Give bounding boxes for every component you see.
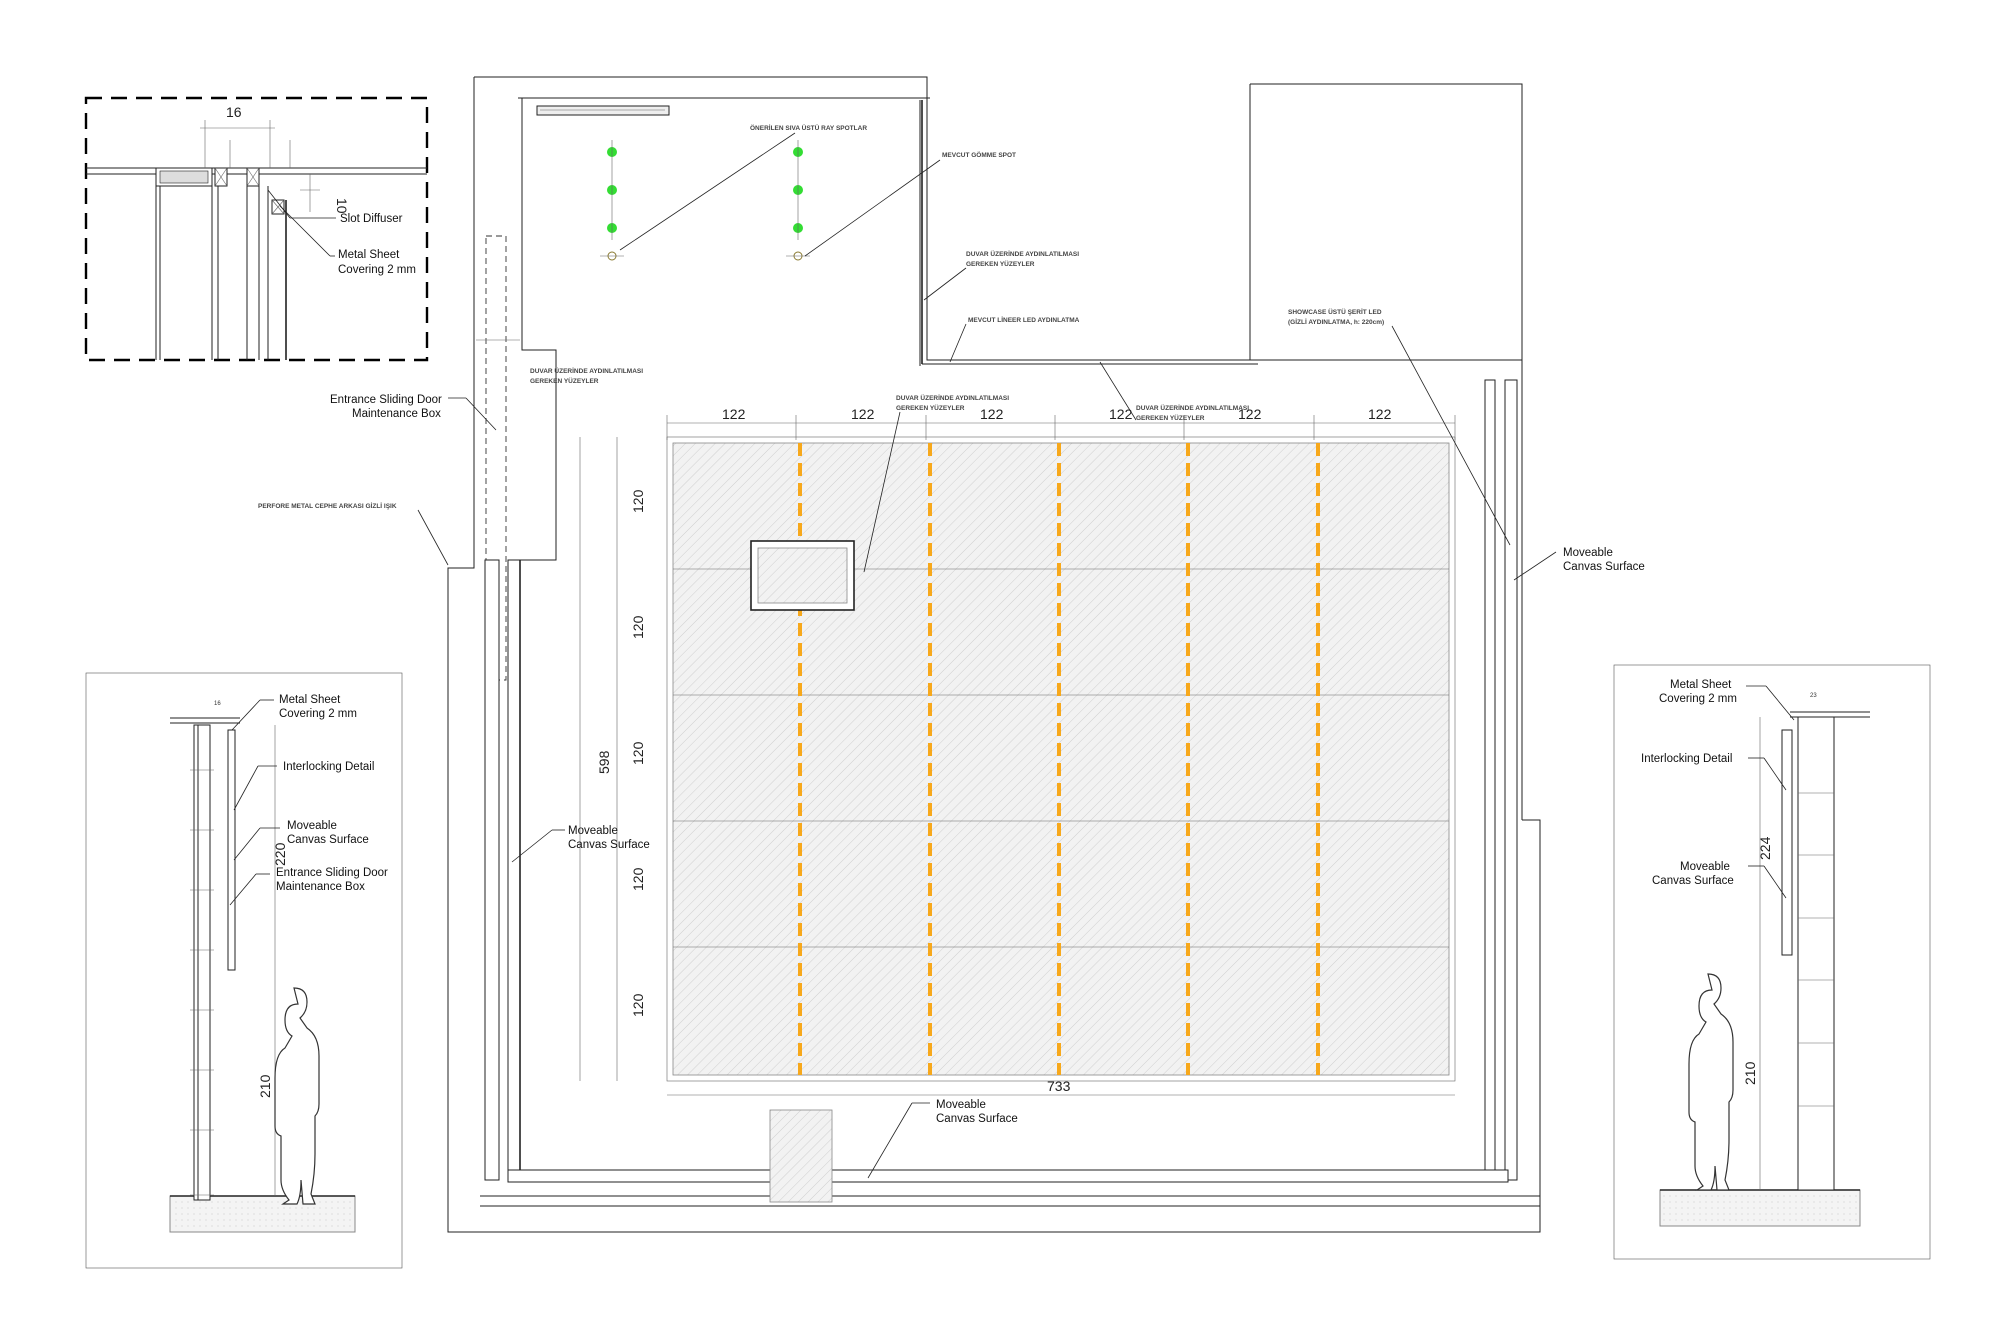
- dim-col-4: 122: [1109, 406, 1133, 422]
- section-left-moveable-1: Moveable: [287, 820, 337, 832]
- ceiling-panel-area: [672, 442, 1450, 1076]
- person-silhouette-icon: [274, 987, 320, 1205]
- label-entrance-1: Entrance Sliding Door: [330, 394, 442, 406]
- section-left-metal-2: Covering 2 mm: [279, 708, 357, 720]
- section-left-interlocking: Interlocking Detail: [283, 761, 374, 773]
- detail-metal-sheet-label-2: Covering 2 mm: [338, 264, 416, 276]
- section-left-frame: [85, 672, 403, 1269]
- label-duvar-center-2: GEREKEN YÜZEYLER: [896, 403, 965, 412]
- detail-metal-sheet-label-1: Metal Sheet: [338, 249, 400, 261]
- label-duvar-center-1: DUVAR ÜZERİNDE AYDINLATILMASI: [896, 393, 1009, 402]
- section-right-moveable-1: Moveable: [1680, 861, 1730, 873]
- dim-col-2: 122: [851, 406, 875, 422]
- slot-diffuser-detail: 16 10 Slot Diffuser Metal Sheet Covering…: [84, 96, 429, 362]
- section-right-metal-2: Covering 2 mm: [1659, 693, 1737, 705]
- section-right-metal-1: Metal Sheet: [1670, 679, 1732, 691]
- label-showcase-2: (GİZLİ AYDINLATMA, h: 220cm): [1288, 318, 1384, 326]
- dim-col-6: 122: [1368, 406, 1392, 422]
- label-moveable-bottom-1: Moveable: [936, 1099, 986, 1111]
- dimensions: 122 122 122 122 122 122 120 120 120 120 …: [579, 406, 1456, 1096]
- floor-plan: 122 122 122 122 122 122 120 120 120 120 …: [258, 76, 1645, 1233]
- detail-dim-top: 16: [226, 104, 242, 120]
- label-entrance-2: Maintenance Box: [352, 408, 441, 420]
- detail-dim-side: 10: [334, 198, 350, 214]
- outer-wall-right-top: [1250, 83, 1523, 360]
- slot-diffuser-label: Slot Diffuser: [340, 213, 403, 225]
- led-strips: [798, 443, 1320, 1075]
- column-hatched: [769, 1109, 833, 1203]
- section-left-metal-1: Metal Sheet: [279, 694, 341, 706]
- section-right-dim-224: 224: [1757, 836, 1773, 860]
- label-mevcut-lineer: MEVCUT LİNEER LED AYDINLATMA: [968, 316, 1080, 324]
- section-left-dim-small: 16: [214, 701, 221, 707]
- outer-wall-top: [474, 76, 1251, 361]
- label-showcase-1: SHOWCASE ÜSTÜ ŞERİT LED: [1288, 307, 1382, 316]
- label-moveable-left-2: Canvas Surface: [568, 839, 650, 851]
- section-right-interlocking: Interlocking Detail: [1641, 753, 1732, 765]
- dim-row-3: 120: [630, 741, 646, 765]
- annotations: ÖNERİLEN SIVA ÜSTÜ RAY SPOTLAR MEVCUT GÖ…: [258, 123, 1511, 573]
- callouts: Entrance Sliding Door Maintenance Box Mo…: [330, 394, 1645, 1179]
- dim-col-5: 122: [1238, 406, 1262, 422]
- label-moveable-bottom-2: Canvas Surface: [936, 1113, 1018, 1125]
- section-left-entrance-2: Maintenance Box: [276, 881, 365, 893]
- section-left-dim-210: 210: [257, 1074, 273, 1098]
- dim-col-3: 122: [980, 406, 1004, 422]
- outer-wall: [447, 77, 1541, 1233]
- spotlights: [600, 140, 810, 261]
- section-left-moveable-2: Canvas Surface: [287, 834, 369, 846]
- section-left-dim-220: 220: [272, 842, 288, 866]
- section-right-moveable-2: Canvas Surface: [1652, 875, 1734, 887]
- section-left: 220 210 16 Metal Sheet Covering 2 mm Int…: [85, 672, 403, 1269]
- label-mevcut-gomme: MEVCUT GÖMME SPOT: [942, 150, 1016, 159]
- detail-frame: [84, 96, 429, 362]
- rail-fixture: [536, 105, 670, 116]
- label-duvar-left-2: GEREKEN YÜZEYLER: [530, 376, 599, 385]
- label-duvar-right-2: GEREKEN YÜZEYLER: [966, 259, 1035, 268]
- label-moveable-right-1: Moveable: [1563, 547, 1613, 559]
- left-wall-strip: [484, 559, 500, 1181]
- label-onerilen: ÖNERİLEN SIVA ÜSTÜ RAY SPOTLAR: [750, 123, 867, 132]
- section-right: 224 210 23 Metal Sheet Covering 2 mm Int…: [1613, 664, 1931, 1260]
- dim-total-height: 598: [596, 750, 612, 774]
- dim-total-width: 733: [1047, 1078, 1071, 1094]
- person-silhouette-icon: [1688, 973, 1734, 1191]
- section-right-frame: [1613, 664, 1931, 1260]
- dim-row-1: 120: [630, 489, 646, 513]
- label-duvar-right-1: DUVAR ÜZERİNDE AYDINLATILMASI: [966, 249, 1079, 258]
- section-right-dim-small: 23: [1810, 693, 1817, 699]
- right-wall-strip: [1484, 379, 1496, 1181]
- dim-row-4: 120: [630, 867, 646, 891]
- label-duvar-left-1: DUVAR ÜZERİNDE AYDINLATILMASI: [530, 366, 643, 375]
- label-duvar-mid-2: GEREKEN YÜZEYLER: [1136, 413, 1205, 422]
- dim-row-5: 120: [630, 993, 646, 1017]
- label-duvar-mid-1: DUVAR ÜZERİNDE AYDINLATILMASI: [1136, 403, 1249, 412]
- label-perfore: PERFORE METAL CEPHE ARKASI GİZLİ IŞIK: [258, 502, 397, 510]
- label-moveable-right-2: Canvas Surface: [1563, 561, 1645, 573]
- section-right-dim-210: 210: [1742, 1061, 1758, 1085]
- section-left-entrance-1: Entrance Sliding Door: [276, 867, 388, 879]
- dim-row-2: 120: [630, 615, 646, 639]
- inner-wall-left: [510, 98, 557, 561]
- dim-col-1: 122: [722, 406, 746, 422]
- bottom-wall-strip: [507, 1169, 1509, 1183]
- label-moveable-left-1: Moveable: [568, 825, 618, 837]
